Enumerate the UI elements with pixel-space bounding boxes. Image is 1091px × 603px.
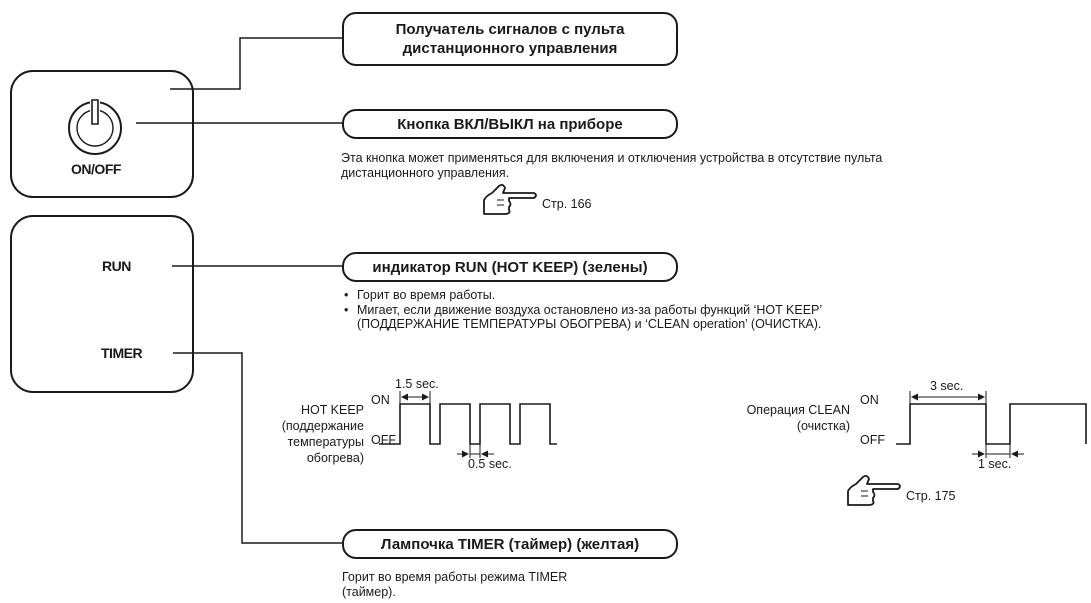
clean-on-duration: 3 sec. bbox=[930, 379, 964, 393]
clean-off-dimension bbox=[972, 444, 1024, 458]
clean-on-label: ON bbox=[860, 393, 879, 407]
hotkeep-on-duration: 1.5 sec. bbox=[395, 377, 439, 391]
hotkeep-title: HOT KEEP (поддержание температуры обогре… bbox=[240, 402, 364, 466]
run-bullet-2: Мигает, если движение воздуха остановлен… bbox=[342, 303, 862, 332]
receiver-callout: Получатель сигналов с пульта дистанционн… bbox=[342, 12, 678, 66]
hotkeep-off-duration: 0.5 sec. bbox=[468, 457, 512, 471]
leader-receiver bbox=[170, 37, 342, 90]
hotkeep-title-line: температуры bbox=[287, 435, 364, 449]
hotkeep-on-dimension bbox=[399, 391, 431, 404]
hand-pointer-icon bbox=[483, 183, 537, 215]
run-indicator-bullets: Горит во время работы. Мигает, если движ… bbox=[342, 288, 862, 332]
power-button-description: Эта кнопка может применяться для включен… bbox=[341, 151, 883, 180]
page-reference-166[interactable]: Стр. 166 bbox=[542, 197, 592, 211]
run-indicator-callout: индикатор RUN (HOT KEEP) (зелены) bbox=[342, 252, 678, 282]
hotkeep-off-dimension bbox=[457, 444, 494, 458]
clean-title-line: (очистка) bbox=[796, 419, 850, 433]
power-panel bbox=[10, 70, 194, 198]
clean-title-line: Операция CLEAN bbox=[746, 403, 850, 417]
power-button-callout: Кнопка ВКЛ/ВЫКЛ на приборе bbox=[342, 109, 678, 139]
hotkeep-on-label: ON bbox=[371, 393, 390, 407]
clean-waveform bbox=[896, 403, 1087, 445]
hotkeep-title-line: обогрева) bbox=[306, 451, 364, 465]
timer-label: TIMER bbox=[101, 345, 143, 361]
indicator-panel bbox=[10, 215, 194, 393]
run-label: RUN bbox=[102, 258, 131, 274]
hotkeep-title-line: HOT KEEP bbox=[301, 403, 364, 417]
run-bullet-1: Горит во время работы. bbox=[342, 288, 862, 303]
leader-timer-lamp bbox=[173, 352, 342, 544]
hotkeep-title-line: (поддержание bbox=[281, 419, 364, 433]
page-reference-175[interactable]: Стр. 175 bbox=[906, 489, 956, 503]
clean-title: Операция CLEAN (очистка) bbox=[700, 402, 850, 434]
hand-pointer-icon bbox=[847, 474, 901, 506]
clean-on-dimension bbox=[909, 391, 987, 404]
power-label: ON/OFF bbox=[71, 161, 121, 177]
power-icon[interactable] bbox=[68, 97, 122, 155]
timer-lamp-description: Горит во время работы режима TIMER (тайм… bbox=[342, 570, 568, 599]
clean-off-label: OFF bbox=[860, 433, 885, 447]
clean-off-duration: 1 sec. bbox=[978, 457, 1012, 471]
timer-lamp-callout: Лампочка TIMER (таймер) (желтая) bbox=[342, 529, 678, 559]
hotkeep-waveform bbox=[379, 403, 557, 445]
hotkeep-off-label: OFF bbox=[371, 433, 396, 447]
